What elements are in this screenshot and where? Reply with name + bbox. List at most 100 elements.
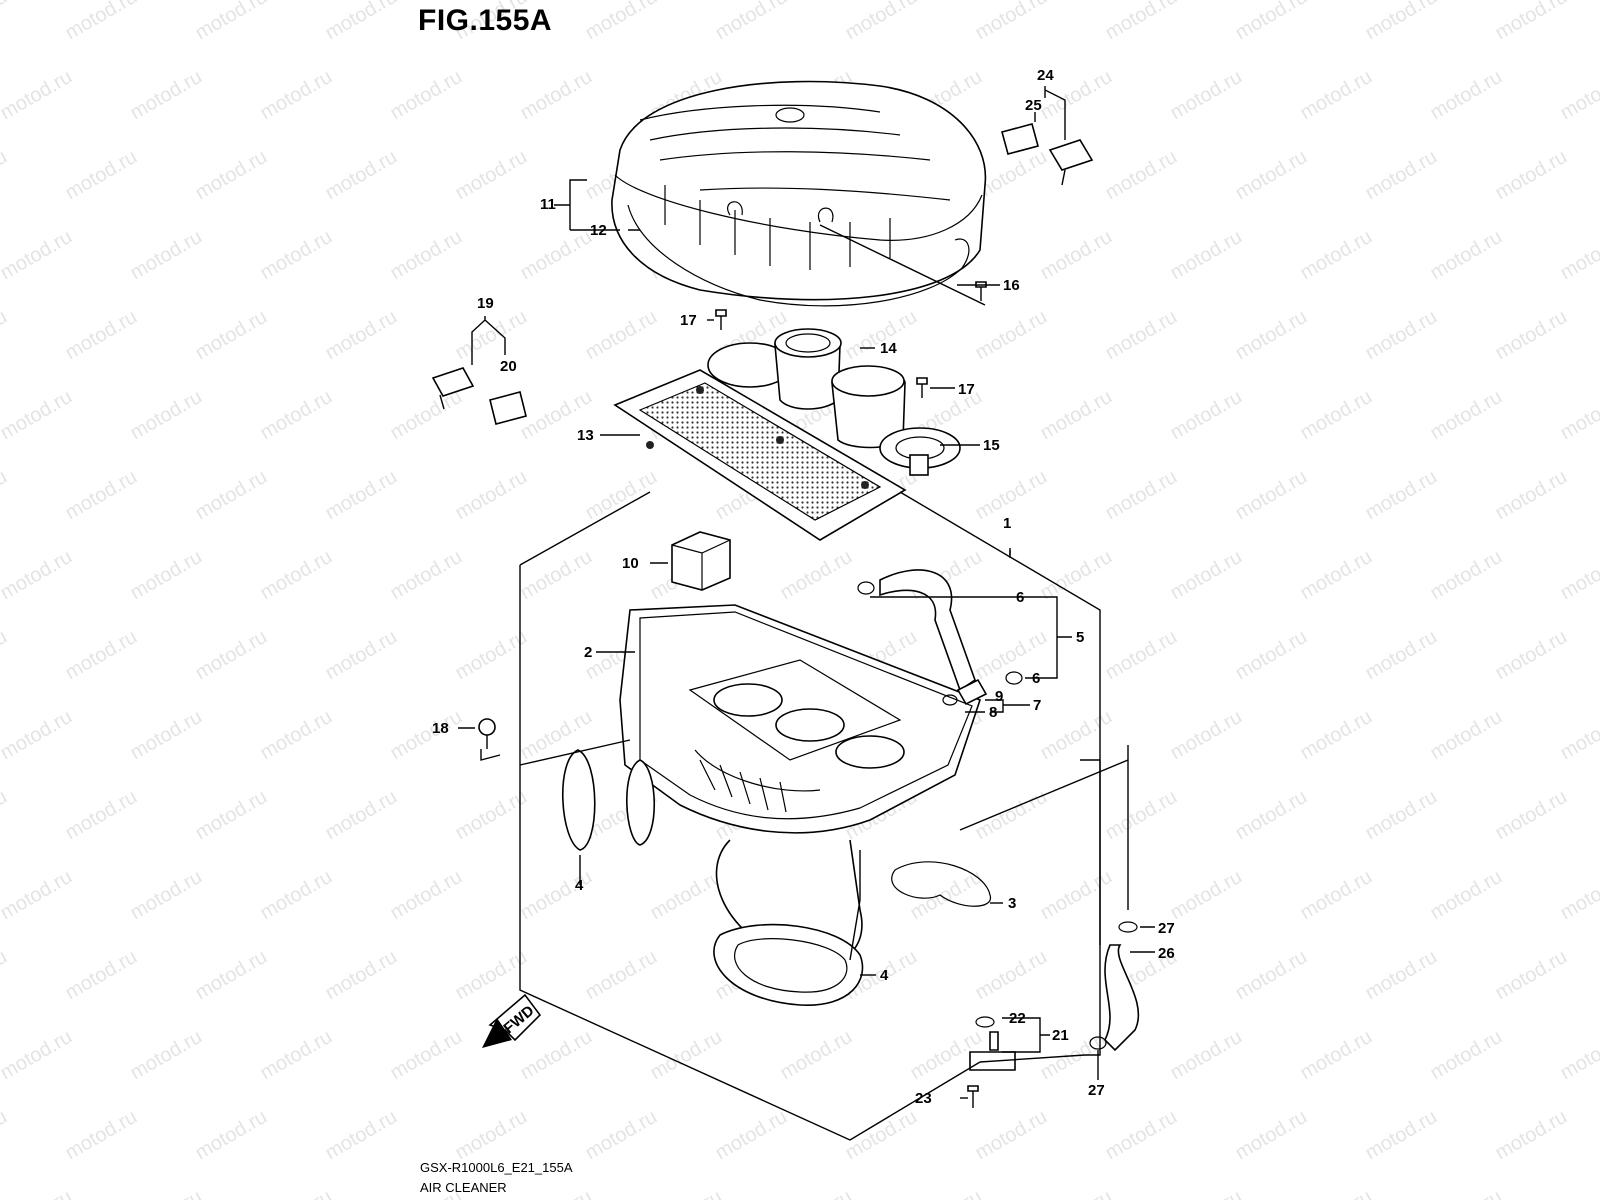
screw-17a[interactable] <box>715 309 727 330</box>
watermark-text: motod.ru <box>1102 0 1181 44</box>
watermark-text: motod.ru <box>322 626 401 685</box>
watermark-text: motod.ru <box>1297 66 1376 125</box>
air-cleaner-case[interactable] <box>619 604 982 1006</box>
callout-9: 9 <box>995 688 1003 705</box>
callout-6b: 6 <box>1032 670 1040 687</box>
watermark-text: motod.ru <box>972 786 1051 845</box>
watermark-text: motod.ru <box>1492 306 1571 365</box>
watermark-text: motod.ru <box>517 226 596 285</box>
watermark-text: motod.ru <box>517 1026 596 1085</box>
watermark-text: motod.ru <box>127 1026 206 1085</box>
watermark-text: motod.ru <box>1557 546 1600 605</box>
callout-5: 5 <box>1076 629 1084 646</box>
callout-10: 10 <box>622 555 639 572</box>
intake-air-pressure-sensor[interactable] <box>1001 123 1094 186</box>
cover-gasket[interactable] <box>627 204 970 307</box>
watermark-text: motod.ru <box>1297 706 1376 765</box>
watermark-text: motod.ru <box>257 1186 336 1200</box>
velocity-funnel-lower[interactable] <box>831 365 961 476</box>
watermark-text: motod.ru <box>1297 866 1376 925</box>
watermark-text: motod.ru <box>842 0 921 44</box>
watermark-text: motod.ru <box>1492 1106 1571 1165</box>
watermark-text: motod.ru <box>1232 946 1311 1005</box>
watermark-text: motod.ru <box>1232 0 1311 44</box>
watermark-text: motod.ru <box>0 66 76 125</box>
watermark-text: motod.ru <box>1167 706 1246 765</box>
watermark-text: motod.ru <box>1037 386 1116 445</box>
watermark-text: motod.ru <box>647 1186 726 1200</box>
bolt-18[interactable] <box>478 718 496 749</box>
watermark-text: motod.ru <box>322 306 401 365</box>
callout-17b: 17 <box>958 381 975 398</box>
watermark-text: motod.ru <box>1297 546 1376 605</box>
watermark-text: motod.ru <box>1297 226 1376 285</box>
watermark-text: motod.ru <box>387 546 466 605</box>
watermark-text: motod.ru <box>192 626 271 685</box>
watermark-text: motod.ru <box>192 1106 271 1165</box>
watermark-text: motod.ru <box>1557 386 1600 445</box>
watermark-text: motod.ru <box>582 0 661 44</box>
seal-ring[interactable] <box>891 861 991 907</box>
watermark-text: motod.ru <box>1167 546 1246 605</box>
watermark-text: motod.ru <box>972 1106 1051 1165</box>
hose-fitting[interactable] <box>942 678 988 706</box>
watermark-text: motod.ru <box>0 1026 76 1085</box>
watermark-text: motod.ru <box>1427 706 1506 765</box>
callout-26: 26 <box>1158 945 1175 962</box>
watermark-text: motod.ru <box>452 1106 531 1165</box>
callout-20: 20 <box>500 358 517 375</box>
watermark-text: motod.ru <box>387 1026 466 1085</box>
velocity-funnel-upper[interactable] <box>707 328 842 410</box>
watermark-text: motod.ru <box>322 946 401 1005</box>
watermark-text: motod.ru <box>1037 866 1116 925</box>
watermark-text: motod.ru <box>1102 306 1181 365</box>
watermark-text: motod.ru <box>257 866 336 925</box>
watermark-text: motod.ru <box>1492 626 1571 685</box>
watermark-text: motod.ru <box>0 946 11 1005</box>
watermark-text: motod.ru <box>1427 1026 1506 1085</box>
callout-19: 19 <box>477 295 494 312</box>
watermark-text: motod.ru <box>907 1186 986 1200</box>
watermark-text: motod.ru <box>517 66 596 125</box>
watermark-text: motod.ru <box>1102 146 1181 205</box>
watermark-text: motod.ru <box>842 1106 921 1165</box>
watermark-text: motod.ru <box>1557 706 1600 765</box>
breather-hose[interactable] <box>857 569 1023 692</box>
watermark-text: motod.ru <box>1297 386 1376 445</box>
watermark-text: motod.ru <box>972 0 1051 44</box>
drain-hose[interactable] <box>1089 921 1140 1052</box>
watermark-text: motod.ru <box>257 226 336 285</box>
callout-27a: 27 <box>1158 920 1175 937</box>
watermark-text: motod.ru <box>452 466 531 525</box>
assembly-lines <box>458 86 1155 1141</box>
callout-16: 16 <box>1003 277 1020 294</box>
watermark-text: motod.ru <box>1232 306 1311 365</box>
callout-14: 14 <box>880 340 897 357</box>
duct-seal[interactable] <box>562 749 655 851</box>
watermark-text: motod.ru <box>322 0 401 44</box>
callout-8: 8 <box>989 704 997 721</box>
callout-labels: 1 2 3 4 4 5 6 6 7 8 9 10 11 12 13 14 15 … <box>432 67 1175 1107</box>
watermark-text: motod.ru <box>387 386 466 445</box>
watermark-text: motod.ru <box>1167 66 1246 125</box>
callout-12: 12 <box>590 222 607 239</box>
watermark-text: motod.ru <box>1557 1026 1600 1085</box>
watermark-text: motod.ru <box>1167 1186 1246 1200</box>
screw-17b[interactable] <box>916 377 928 398</box>
sponge-element[interactable] <box>671 531 731 591</box>
watermark-text: motod.ru <box>0 226 76 285</box>
air-cleaner-cover[interactable] <box>611 80 987 301</box>
watermark-text: motod.ru <box>257 1026 336 1085</box>
watermark-text: motod.ru <box>387 66 466 125</box>
watermark-text: motod.ru <box>1427 546 1506 605</box>
figure-title: FIG.155A <box>418 4 553 37</box>
watermark-text: motod.ru <box>582 1106 661 1165</box>
watermark-text: motod.ru <box>192 306 271 365</box>
air-filter-element[interactable] <box>613 369 907 541</box>
watermark-text: motod.ru <box>127 546 206 605</box>
watermark-text: motod.ru <box>1362 786 1441 845</box>
watermark-text: motod.ru <box>1167 386 1246 445</box>
watermark-text: motod.ru <box>777 1186 856 1200</box>
watermark-text: motod.ru <box>1427 226 1506 285</box>
intake-air-temp-sensor[interactable] <box>431 367 527 425</box>
